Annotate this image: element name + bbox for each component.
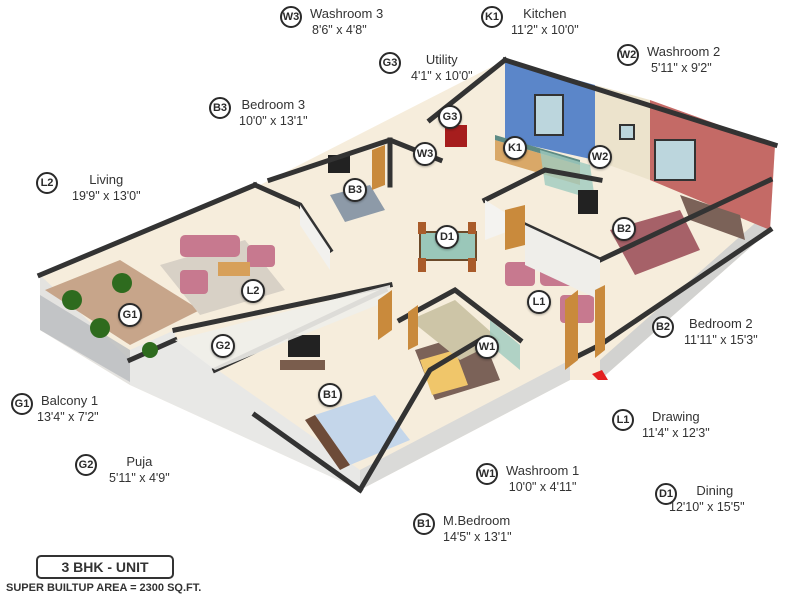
callout-washroom-1: W1 Washroom 1 10'0" x 4'11" xyxy=(476,463,579,495)
room-dimensions: 5'11" x 9'2" xyxy=(651,61,712,75)
room-code-badge: G2 xyxy=(75,454,97,476)
callout-living: L2 Living 19'9" x 13'0" xyxy=(36,172,141,204)
master-tv xyxy=(288,335,320,357)
room-dimensions: 10'0" x 4'11" xyxy=(508,480,577,494)
doors xyxy=(372,145,605,370)
entry-arrow xyxy=(592,370,608,380)
plan-badge-l2: L2 xyxy=(241,279,265,303)
callout-kitchen: K1 Kitchen 11'2" x 10'0" xyxy=(481,6,579,38)
callout-puja: G2 Puja 5'11" x 4'9" xyxy=(75,454,170,486)
room-name: Drawing xyxy=(651,409,700,424)
room-code-badge: B2 xyxy=(652,316,674,338)
room-name: Puja xyxy=(126,454,153,469)
unit-type-label: 3 BHK - UNIT xyxy=(36,555,174,579)
room-code-badge: L1 xyxy=(612,409,634,431)
room-code-badge: K1 xyxy=(481,6,503,28)
living-sofa xyxy=(180,235,240,257)
floor-slab xyxy=(40,60,775,490)
room-name: Washroom 2 xyxy=(647,44,721,59)
callout-washroom-2: W2 Washroom 2 5'11" x 9'2" xyxy=(617,44,720,76)
plan-badge-w2: W2 xyxy=(588,145,612,169)
room-dimensions: 14'5" x 13'1" xyxy=(443,530,512,544)
room-code-badge: B3 xyxy=(209,97,231,119)
room-name: M.Bedroom xyxy=(443,513,511,528)
back-walls xyxy=(505,60,775,230)
plan-badge-l1: L1 xyxy=(527,290,551,314)
plan-badge-g1: G1 xyxy=(118,303,142,327)
callout-bedroom-2: B2 Bedroom 2 11'11" x 15'3" xyxy=(652,316,758,348)
callout-master-bedroom: B1 M.Bedroom 14'5" x 13'1" xyxy=(413,513,512,545)
room-name: Balcony 1 xyxy=(41,393,99,408)
plan-badge-b2: B2 xyxy=(612,217,636,241)
balcony-railing xyxy=(40,295,130,382)
room-name: Washroom 1 xyxy=(506,463,580,478)
callout-utility: G3 Utility 4'1" x 10'0" xyxy=(379,52,473,84)
room-dimensions: 4'1" x 10'0" xyxy=(411,69,473,83)
room-code-badge: G3 xyxy=(379,52,401,74)
room-code-badge: G1 xyxy=(11,393,33,415)
room-dimensions: 5'11" x 4'9" xyxy=(109,471,170,485)
room-dimensions: 10'0" x 13'1" xyxy=(239,114,308,128)
super-builtup-area: SUPER BUILTUP AREA = 2300 SQ.FT. xyxy=(6,582,202,594)
callout-drawing: L1 Drawing 11'4" x 12'3" xyxy=(612,409,710,441)
room-name: Living xyxy=(89,172,124,187)
room-name: Kitchen xyxy=(523,6,567,21)
room-code-badge: B1 xyxy=(413,513,435,535)
plan-badge-k1: K1 xyxy=(503,136,527,160)
callout-balcony-1: G1 Balcony 1 13'4" x 7'2" xyxy=(11,393,99,425)
room-dimensions: 11'11" x 15'3" xyxy=(684,333,758,347)
callout-washroom-3: W3 Washroom 3 8'6" x 4'8" xyxy=(280,6,383,38)
room-code-badge: W3 xyxy=(280,6,302,28)
room-code-badge: W2 xyxy=(617,44,639,66)
room-dimensions: 11'2" x 10'0" xyxy=(511,23,579,37)
utility-cabinet xyxy=(445,125,467,147)
room-name: Dining xyxy=(696,483,734,498)
room-name: Bedroom 2 xyxy=(689,316,753,331)
balcony-plants xyxy=(62,273,158,358)
plan-badge-d1: D1 xyxy=(435,225,459,249)
room-dimensions: 13'4" x 7'2" xyxy=(37,410,99,424)
room-dimensions: 11'4" x 12'3" xyxy=(642,426,710,440)
room-name: Bedroom 3 xyxy=(241,97,306,112)
plan-badge-g3: G3 xyxy=(438,105,462,129)
plan-badge-b3: B3 xyxy=(343,178,367,202)
balcony-floor xyxy=(45,260,200,345)
bedroom2-tv xyxy=(578,190,598,214)
room-code-badge: W1 xyxy=(476,463,498,485)
plan-badge-g2: G2 xyxy=(211,334,235,358)
room-dimensions: 19'9" x 13'0" xyxy=(72,189,141,203)
room-code-badge: D1 xyxy=(655,483,677,505)
room-name: Washroom 3 xyxy=(310,6,384,21)
room-dimensions: 8'6" x 4'8" xyxy=(312,23,367,37)
callout-dining: D1 Dining 12'10" x 15'5" xyxy=(655,483,745,515)
room-code-badge: L2 xyxy=(36,172,58,194)
plan-badge-w3: W3 xyxy=(413,142,437,166)
room-name: Utility xyxy=(425,52,458,67)
plan-badge-w1: W1 xyxy=(475,335,499,359)
room-dimensions: 12'10" x 15'5" xyxy=(669,500,745,514)
callout-bedroom-3: B3 Bedroom 3 10'0" x 13'1" xyxy=(209,97,308,129)
plan-badge-b1: B1 xyxy=(318,383,342,407)
